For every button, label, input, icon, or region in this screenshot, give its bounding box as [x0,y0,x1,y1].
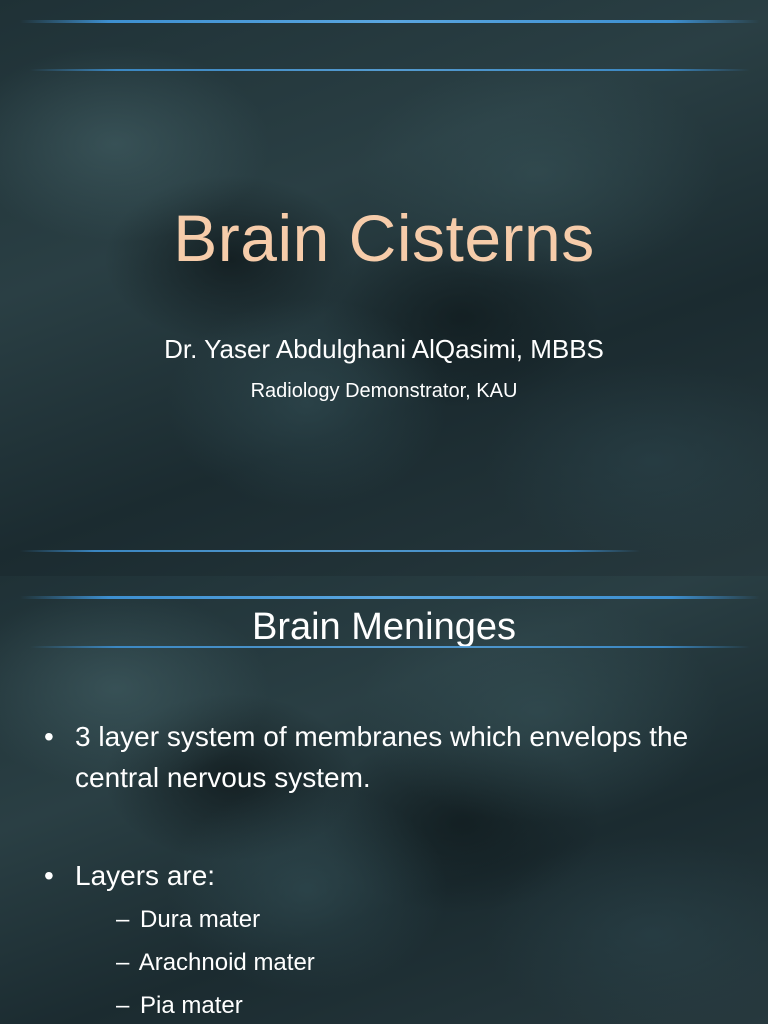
bottom-rule [20,550,640,552]
bullet-text: Layers are: [75,860,216,891]
author-affiliation: Radiology Demonstrator, KAU [250,380,518,402]
content-slide: Brain Meninges • 3 layer system of membr… [0,576,768,1024]
author-name: Dr. Yaser Abdulghani AlQasimi, MBBS [164,334,604,364]
title-slide: Brain Cisterns Dr. Yaser Abdulghani AlQa… [0,0,768,576]
second-rule [30,69,750,71]
sub-marker: – [116,992,130,1019]
sub-list: – Dura mater – Arachnoid mater – Pia mat… [116,898,744,1024]
top-rule [20,20,760,23]
sub-text: Arachnoid mater [138,949,315,976]
sub-text: Pia mater [140,992,243,1019]
bullet-marker: • [44,860,54,891]
bullet-item: • Layers are: – Dura mater – Arachnoid m… [44,855,744,1024]
bullet-text: 3 layer system of membranes which envelo… [75,721,689,793]
sub-item: – Arachnoid mater [116,941,744,984]
heading-bottom-rule [30,646,750,648]
sub-marker: – [116,906,130,933]
slide-heading: Brain Meninges [251,606,517,648]
sub-marker: – [116,949,130,976]
slide-title: Brain Cisterns [173,201,595,275]
sub-item: – Dura mater [116,898,744,941]
heading-top-rule [20,596,760,599]
bullet-item: • 3 layer system of membranes which enve… [44,716,744,798]
bullet-marker: • [44,721,54,752]
bullet-list: • 3 layer system of membranes which enve… [44,716,744,1024]
sub-text: Dura mater [140,906,261,933]
sub-item: – Pia mater [116,984,744,1024]
